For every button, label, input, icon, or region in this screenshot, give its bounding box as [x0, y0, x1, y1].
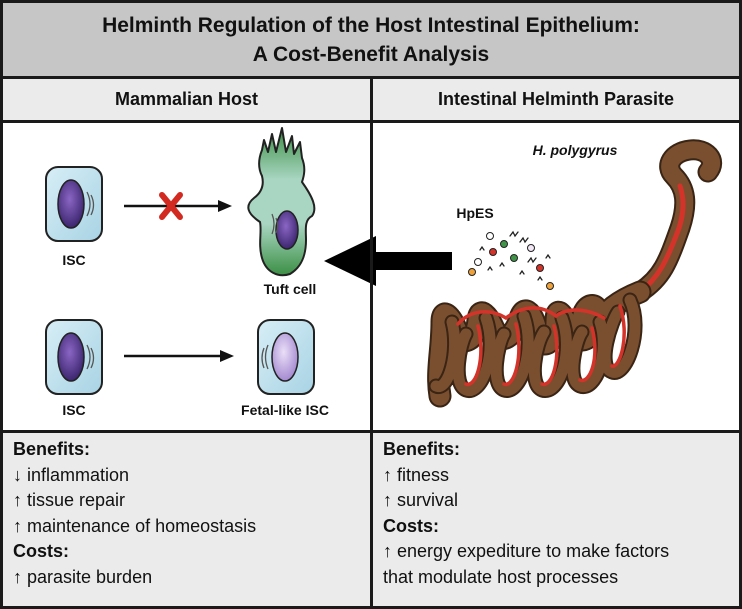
parasite-benefit-item: ↑ survival [383, 490, 459, 510]
host-cost-item: ↑ parasite burden [13, 566, 153, 587]
parasite-effect-arrow [324, 236, 452, 286]
parasite-species-label: H. polygyrus [532, 142, 618, 158]
title-line-1: Helminth Regulation of the Host Intestin… [102, 13, 640, 37]
isc-cell-top [45, 166, 103, 242]
host-costs-heading: Costs: [13, 541, 70, 561]
host-benefit-item: ↑ tissue repair [13, 490, 126, 510]
block-x-icon [159, 192, 183, 220]
host-cost-benefit-list: Benefits: ↓ inflammation ↑ tissue repair… [13, 437, 360, 590]
host-benefits-heading: Benefits: [13, 439, 91, 459]
host-benefit-item: ↓ inflammation [13, 464, 130, 485]
title-box: Helminth Regulation of the Host Intestin… [3, 3, 739, 79]
host-column-header: Mammalian Host [3, 79, 370, 123]
parasite-benefit-item: ↑ fitness [383, 464, 450, 485]
hpes-label: HpES [456, 205, 494, 221]
tuft-cell-label: Tuft cell [263, 281, 317, 297]
parasite-cost-item: ↑ energy expediture to make factors [383, 541, 670, 561]
tuft-cell [247, 127, 316, 277]
fetal-like-isc-label: Fetal-like ISC [241, 402, 329, 418]
parasite-column-header: Intestinal Helminth Parasite [373, 79, 739, 123]
parasite-cost-benefit-panel: Benefits: ↑ fitness ↑ survival Costs: ↑ … [373, 433, 739, 606]
parasite-cost-benefit-list: Benefits: ↑ fitness ↑ survival Costs: ↑ … [383, 437, 729, 590]
reprogramming-arrow [124, 350, 234, 362]
title-line-2: A Cost-Benefit Analysis [252, 42, 490, 66]
parasite-benefits-heading: Benefits: [383, 439, 461, 459]
host-benefit-item: ↑ maintenance of homeostasis [13, 515, 257, 536]
worm-icon [427, 139, 722, 408]
hpes-secretions [468, 230, 554, 290]
column-divider [370, 79, 373, 606]
panel-divider [3, 430, 739, 433]
host-cost-benefit-panel: Benefits: ↓ inflammation ↑ tissue repair… [3, 433, 370, 606]
parasite-cost-item: that modulate host processes [383, 566, 619, 587]
isc-top-label: ISC [62, 252, 86, 268]
isc-cell-bottom [45, 319, 103, 395]
isc-bottom-label: ISC [62, 402, 86, 418]
parasite-costs-heading: Costs: [383, 515, 440, 536]
fetal-like-isc-cell [257, 319, 315, 395]
